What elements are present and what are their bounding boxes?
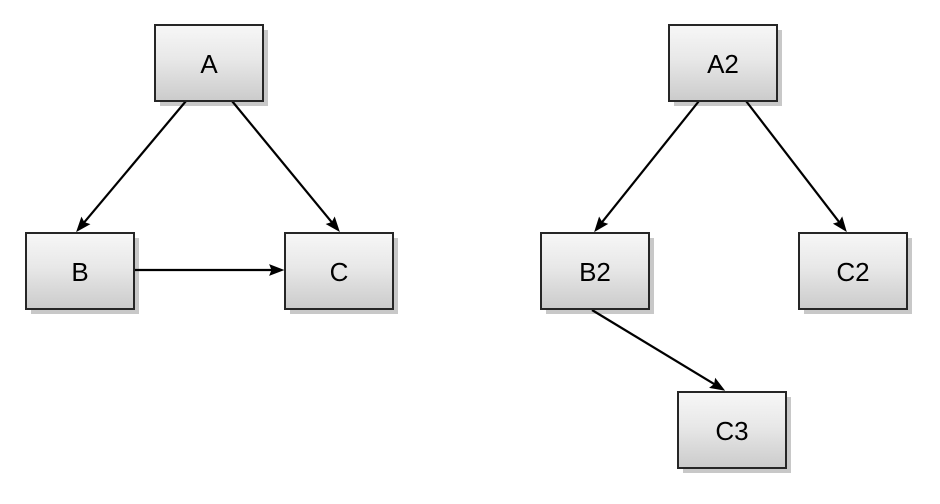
- node-label: C: [330, 257, 349, 287]
- node-label: A: [200, 49, 218, 79]
- edge-arrowhead: [594, 216, 609, 233]
- node-box: [668, 24, 778, 102]
- node-box: [284, 232, 394, 310]
- node-label: C2: [836, 257, 869, 287]
- node-c3[interactable]: C3: [677, 391, 787, 469]
- edge-arrowhead: [269, 264, 285, 276]
- node-a[interactable]: A: [154, 24, 264, 102]
- node-label: C3: [715, 416, 748, 446]
- node-box: [677, 391, 787, 469]
- edge-line: [600, 100, 700, 225]
- edge-b-c[interactable]: [135, 264, 285, 276]
- edge-arrowhead: [709, 377, 726, 391]
- edge-a-b[interactable]: [76, 100, 187, 233]
- edge-arrowhead: [76, 216, 91, 233]
- node-a2[interactable]: A2: [668, 24, 778, 102]
- edge-b2-c3[interactable]: [591, 309, 726, 391]
- edge-layer: [76, 100, 847, 391]
- node-box: [540, 232, 650, 310]
- node-c[interactable]: C: [284, 232, 394, 310]
- edge-a-c[interactable]: [231, 100, 340, 233]
- node-box: [798, 232, 908, 310]
- edge-line: [591, 309, 717, 387]
- edge-arrowhead: [832, 216, 847, 233]
- node-box: [154, 24, 264, 102]
- edge-a2-b2[interactable]: [594, 100, 700, 233]
- edge-arrowhead: [325, 216, 340, 233]
- node-b2[interactable]: B2: [540, 232, 650, 310]
- node-label: B2: [579, 257, 611, 287]
- node-box: [25, 232, 135, 310]
- node-label: A2: [707, 49, 739, 79]
- node-b[interactable]: B: [25, 232, 135, 310]
- node-c2[interactable]: C2: [798, 232, 908, 310]
- edge-line: [82, 100, 187, 225]
- edge-line: [745, 100, 842, 225]
- node-label: B: [71, 257, 88, 287]
- edge-a2-c2[interactable]: [745, 100, 847, 233]
- edge-line: [231, 100, 334, 225]
